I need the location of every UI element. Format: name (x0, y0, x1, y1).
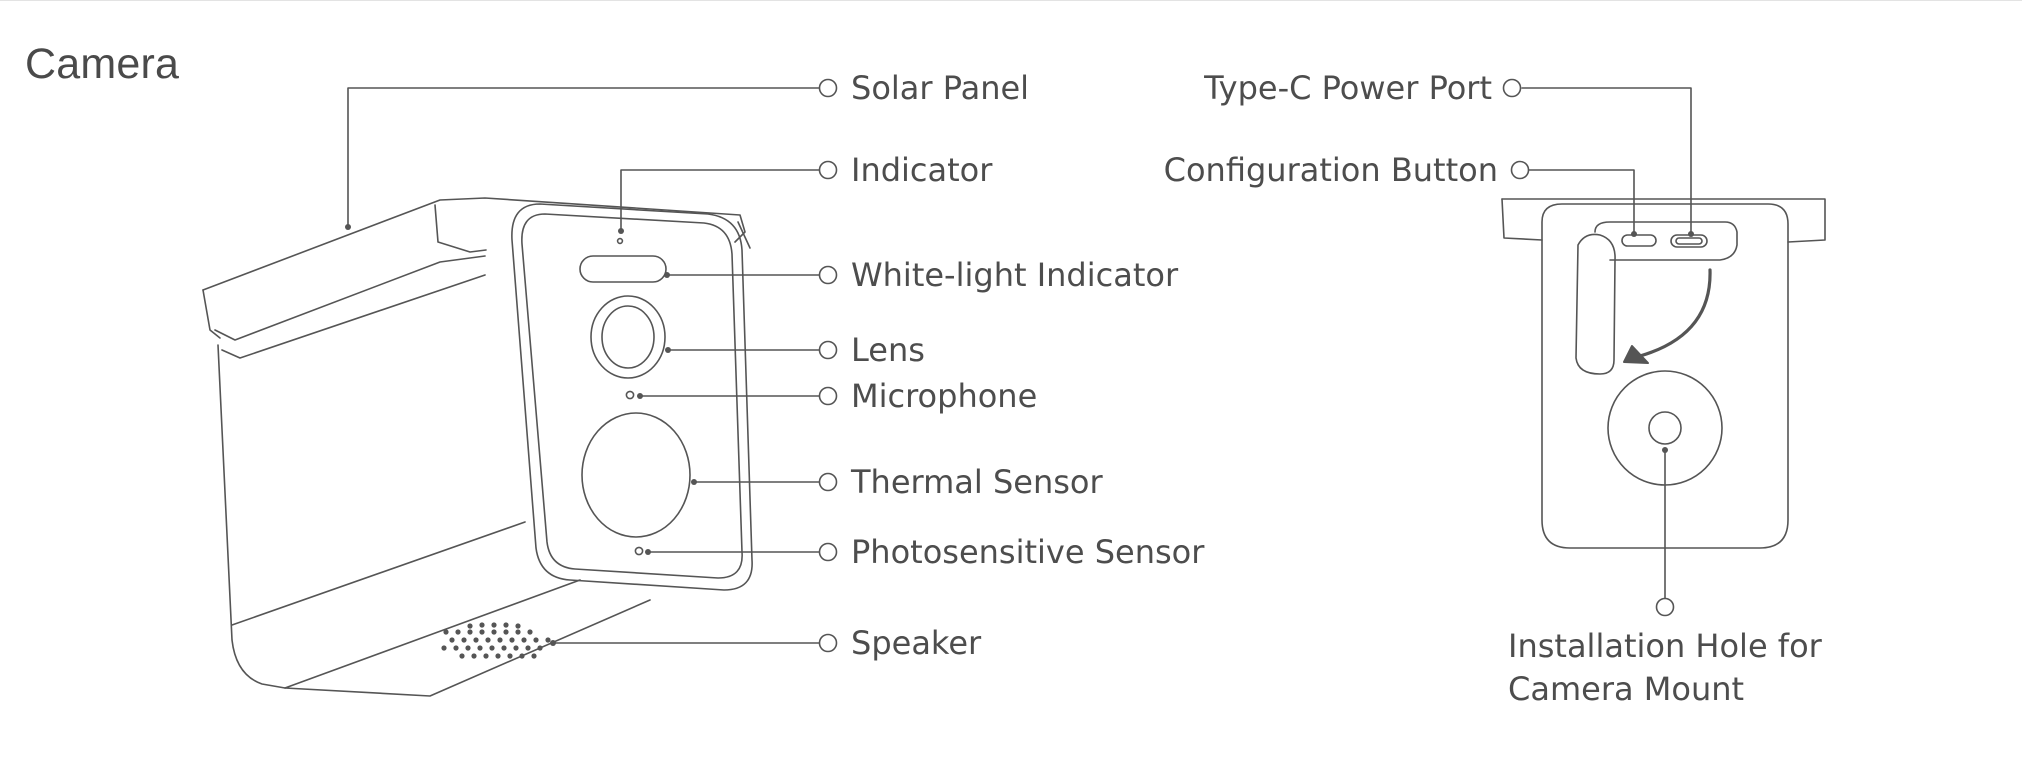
front-camera-illustration (202, 197, 753, 697)
label-installation-hole: Installation Hole for Camera Mount (1508, 627, 1822, 708)
front-callout-rings (818, 78, 838, 653)
front-callout-anchors (345, 224, 697, 646)
label-microphone: Microphone (851, 377, 1038, 415)
photosensitive-hole (634, 546, 644, 556)
label-configuration-button: Configuration Button (1163, 151, 1498, 189)
front-callouts (347, 87, 820, 644)
top-divider (0, 0, 2022, 1)
lens-inner (601, 305, 655, 369)
back-callout-rings (1502, 78, 1675, 617)
config-button-slot (1621, 234, 1657, 247)
label-lens: Lens (851, 331, 925, 369)
lens-outer (590, 295, 666, 379)
label-white-light-indicator: White-light Indicator (851, 256, 1179, 294)
speaker-grille (441, 622, 551, 659)
indicator-dot (616, 237, 624, 245)
microphone-hole (625, 390, 635, 400)
mount-hole (1648, 411, 1682, 445)
label-photosensitive-sensor: Photosensitive Sensor (851, 533, 1205, 571)
label-indicator: Indicator (851, 151, 993, 189)
white-light-bar (579, 255, 667, 283)
rotate-arrow-head (1623, 345, 1649, 364)
thermal-sensor-dome (581, 412, 691, 538)
label-type-c-power-port: Type-C Power Port (1204, 69, 1492, 107)
back-camera-illustration (1501, 198, 1826, 549)
label-thermal-sensor: Thermal Sensor (851, 463, 1103, 501)
back-callouts (1521, 87, 1692, 599)
label-solar-panel: Solar Panel (851, 69, 1030, 107)
back-callout-anchors (1631, 231, 1694, 453)
page-title: Camera (25, 40, 180, 88)
label-speaker: Speaker (851, 624, 982, 662)
